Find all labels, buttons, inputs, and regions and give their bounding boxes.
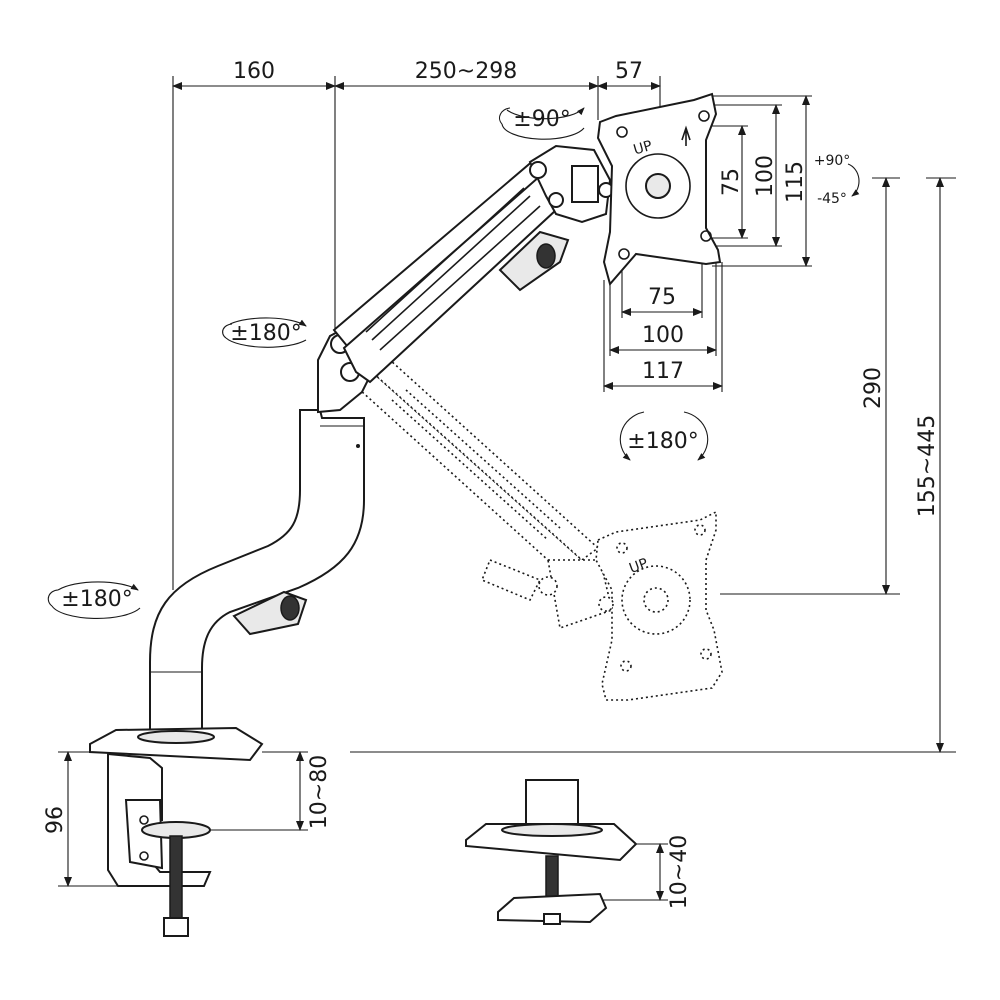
plate-rotation-label: ±90° [513, 107, 570, 132]
base-rotation-indicator: ±180° [47, 581, 141, 620]
swivel-rotation-indicator: ±180° [619, 411, 709, 461]
dim-height-range: 155~445 [915, 415, 940, 517]
dim-vertical-travel: 290 [861, 367, 886, 409]
plate-up-label: UP [632, 138, 654, 159]
dim-desk-thickness-grommet: 10~40 [667, 835, 692, 909]
lowered-vesa-plate: UP [595, 510, 723, 701]
lowered-plate-up-label: UP [627, 556, 650, 577]
base-rotation-label: ±180° [61, 587, 132, 612]
dim-vesa-offset: 57 [615, 59, 643, 84]
dim-vesa-100-horizontal: 100 [642, 323, 684, 348]
dim-arm-reach: 250~298 [415, 59, 517, 84]
elbow-rotation-indicator: ±180° [222, 317, 307, 348]
tilt-indicator: +90° -45° [814, 153, 860, 207]
dim-plate-width: 117 [642, 359, 684, 384]
plate-rotation-indicator: ±90° [498, 107, 585, 140]
clamp-screw [169, 835, 183, 923]
tilt-down-label: -45° [817, 191, 847, 207]
rotation-symbols: ±90° ±180° ±180° ±180° +90° -45° [47, 107, 860, 620]
grommet-mount [465, 779, 638, 925]
dim-clamp-to-pole: 160 [233, 59, 275, 84]
arm-column [149, 409, 365, 736]
dim-plate-height: 115 [783, 161, 808, 203]
vesa-plate: UP [596, 92, 722, 287]
monitor-arm: UP [89, 92, 722, 762]
tilt-up-label: +90° [814, 153, 851, 169]
dimension-labels: 160 250~298 57 75 100 115 75 100 117 290… [43, 59, 940, 909]
dim-vesa-75-vertical: 75 [719, 168, 744, 196]
dim-clamp-height: 96 [43, 806, 68, 834]
dim-vesa-100-vertical: 100 [753, 155, 778, 197]
dim-desk-thickness-clamp: 10~80 [307, 755, 332, 829]
lowered-arm-outline: UP [358, 358, 723, 701]
desk-clamp [107, 752, 212, 937]
dimension-lines [58, 76, 956, 901]
grommet-bottom-plate [497, 892, 608, 924]
elbow-rotation-label: ±180° [230, 321, 301, 346]
swivel-rotation-label: ±180° [627, 429, 698, 454]
dim-vesa-75-horizontal: 75 [648, 285, 676, 310]
